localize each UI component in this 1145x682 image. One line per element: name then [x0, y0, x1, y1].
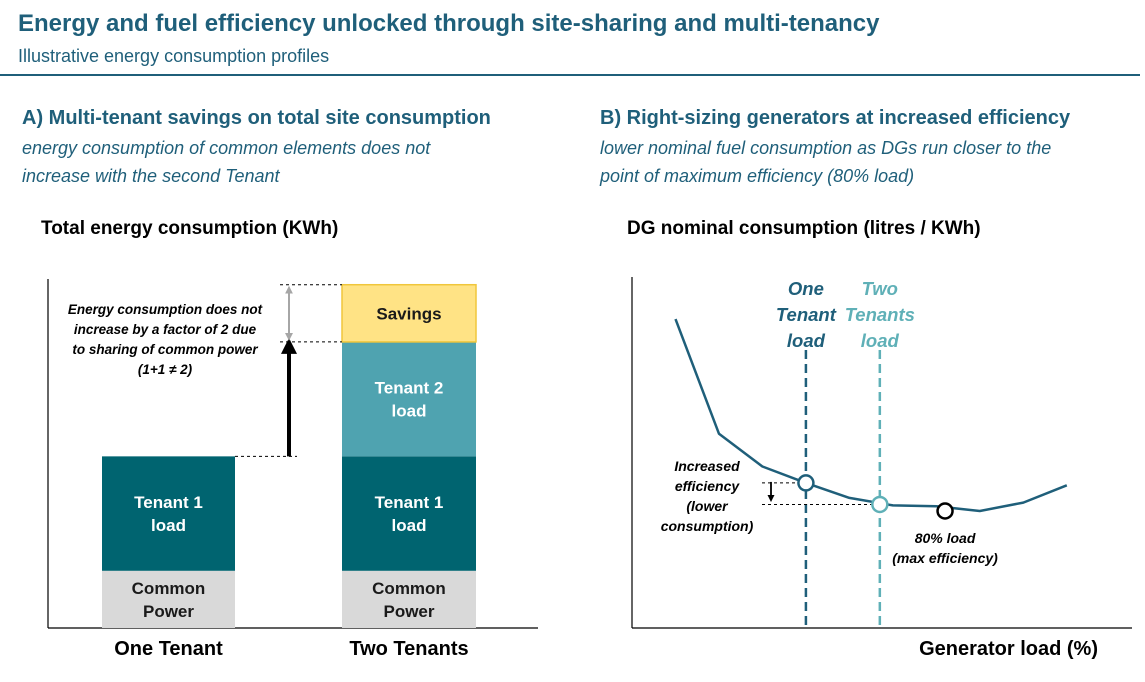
bar-label-common-1: Power — [143, 602, 194, 621]
point-one-tenant — [797, 474, 815, 492]
section-a-heading: A) Multi-tenant savings on total site co… — [22, 107, 491, 129]
bar-common-1 — [102, 570, 235, 628]
annotation-line-2: increase by a factor of 2 due — [74, 322, 257, 337]
point-two-tenants — [871, 495, 889, 514]
annotation-line-3: to sharing of common power — [72, 342, 258, 357]
one-tenant-label-line-3: load — [787, 330, 826, 351]
max-efficiency-label-line-2: (max efficiency) — [892, 550, 998, 566]
bar-label-tenant1-1: Tenant 1 — [134, 493, 203, 512]
consumption-curve — [674, 318, 1068, 513]
one-tenant-label-line-2: Tenant — [776, 304, 837, 325]
section-b-heading: B) Right-sizing generators at increased … — [600, 107, 1071, 129]
category-label-2: Two Tenants — [349, 638, 468, 660]
section-a-description-line-1: energy consumption of common elements do… — [22, 138, 431, 158]
bar-label-tenant2-2: Tenant 2 — [375, 379, 444, 398]
section-a-description-line-2: increase with the second Tenant — [22, 166, 280, 186]
one-tenant-label-line-1: One — [788, 278, 824, 299]
bar-label-tenant1-2: Tenant 1 — [375, 493, 444, 512]
bar-label-tenant1-1: load — [151, 516, 186, 535]
bar-label-tenant1-2: load — [392, 516, 427, 535]
bar-label-common-2: Common — [372, 579, 446, 598]
bar-tenant1-2 — [342, 456, 476, 571]
bar-label-common-1: Common — [132, 579, 206, 598]
bar-common-2 — [342, 570, 476, 628]
header-divider — [0, 74, 1140, 76]
page-title: Energy and fuel efficiency unlocked thro… — [18, 10, 880, 37]
two-tenants-label-line-3: load — [861, 330, 900, 351]
efficiency-note-line-4: consumption) — [661, 518, 754, 534]
annotation-line-4: (1+1 ≠ 2) — [138, 362, 193, 377]
two-tenants-label-line-1: Two — [862, 278, 898, 299]
chart-a-title: Total energy consumption (KWh) — [41, 218, 339, 239]
section-b-description-line-2: point of maximum efficiency (80% load) — [600, 166, 915, 186]
bar-label-tenant2-2: load — [392, 402, 427, 421]
max-efficiency-label-line-1: 80% load — [915, 530, 976, 546]
bar-savings-2 — [341, 283, 477, 343]
efficiency-note-line-2: efficiency — [675, 478, 741, 494]
page-subtitle: Illustrative energy consumption profiles — [18, 46, 330, 66]
efficiency-note-line-1: Increased — [674, 458, 740, 474]
chart-b-x-axis-label: Generator load (%) — [919, 638, 1098, 660]
chart-b-title: DG nominal consumption (litres / KWh) — [627, 218, 981, 239]
bar-tenant2-2 — [342, 341, 476, 457]
section-b-description-line-1: lower nominal fuel consumption as DGs ru… — [600, 138, 1052, 158]
two-tenants-label-line-2: Tenants — [845, 304, 915, 325]
bar-label-savings-2: Savings — [376, 304, 441, 323]
efficiency-note-line-3: (lower — [686, 498, 729, 514]
point-max-efficiency — [936, 502, 954, 520]
annotation-line-1: Energy consumption does not — [68, 302, 263, 317]
bar-tenant1-1 — [102, 456, 235, 571]
category-label-1: One Tenant — [114, 638, 223, 660]
bar-label-common-2: Power — [383, 602, 434, 621]
